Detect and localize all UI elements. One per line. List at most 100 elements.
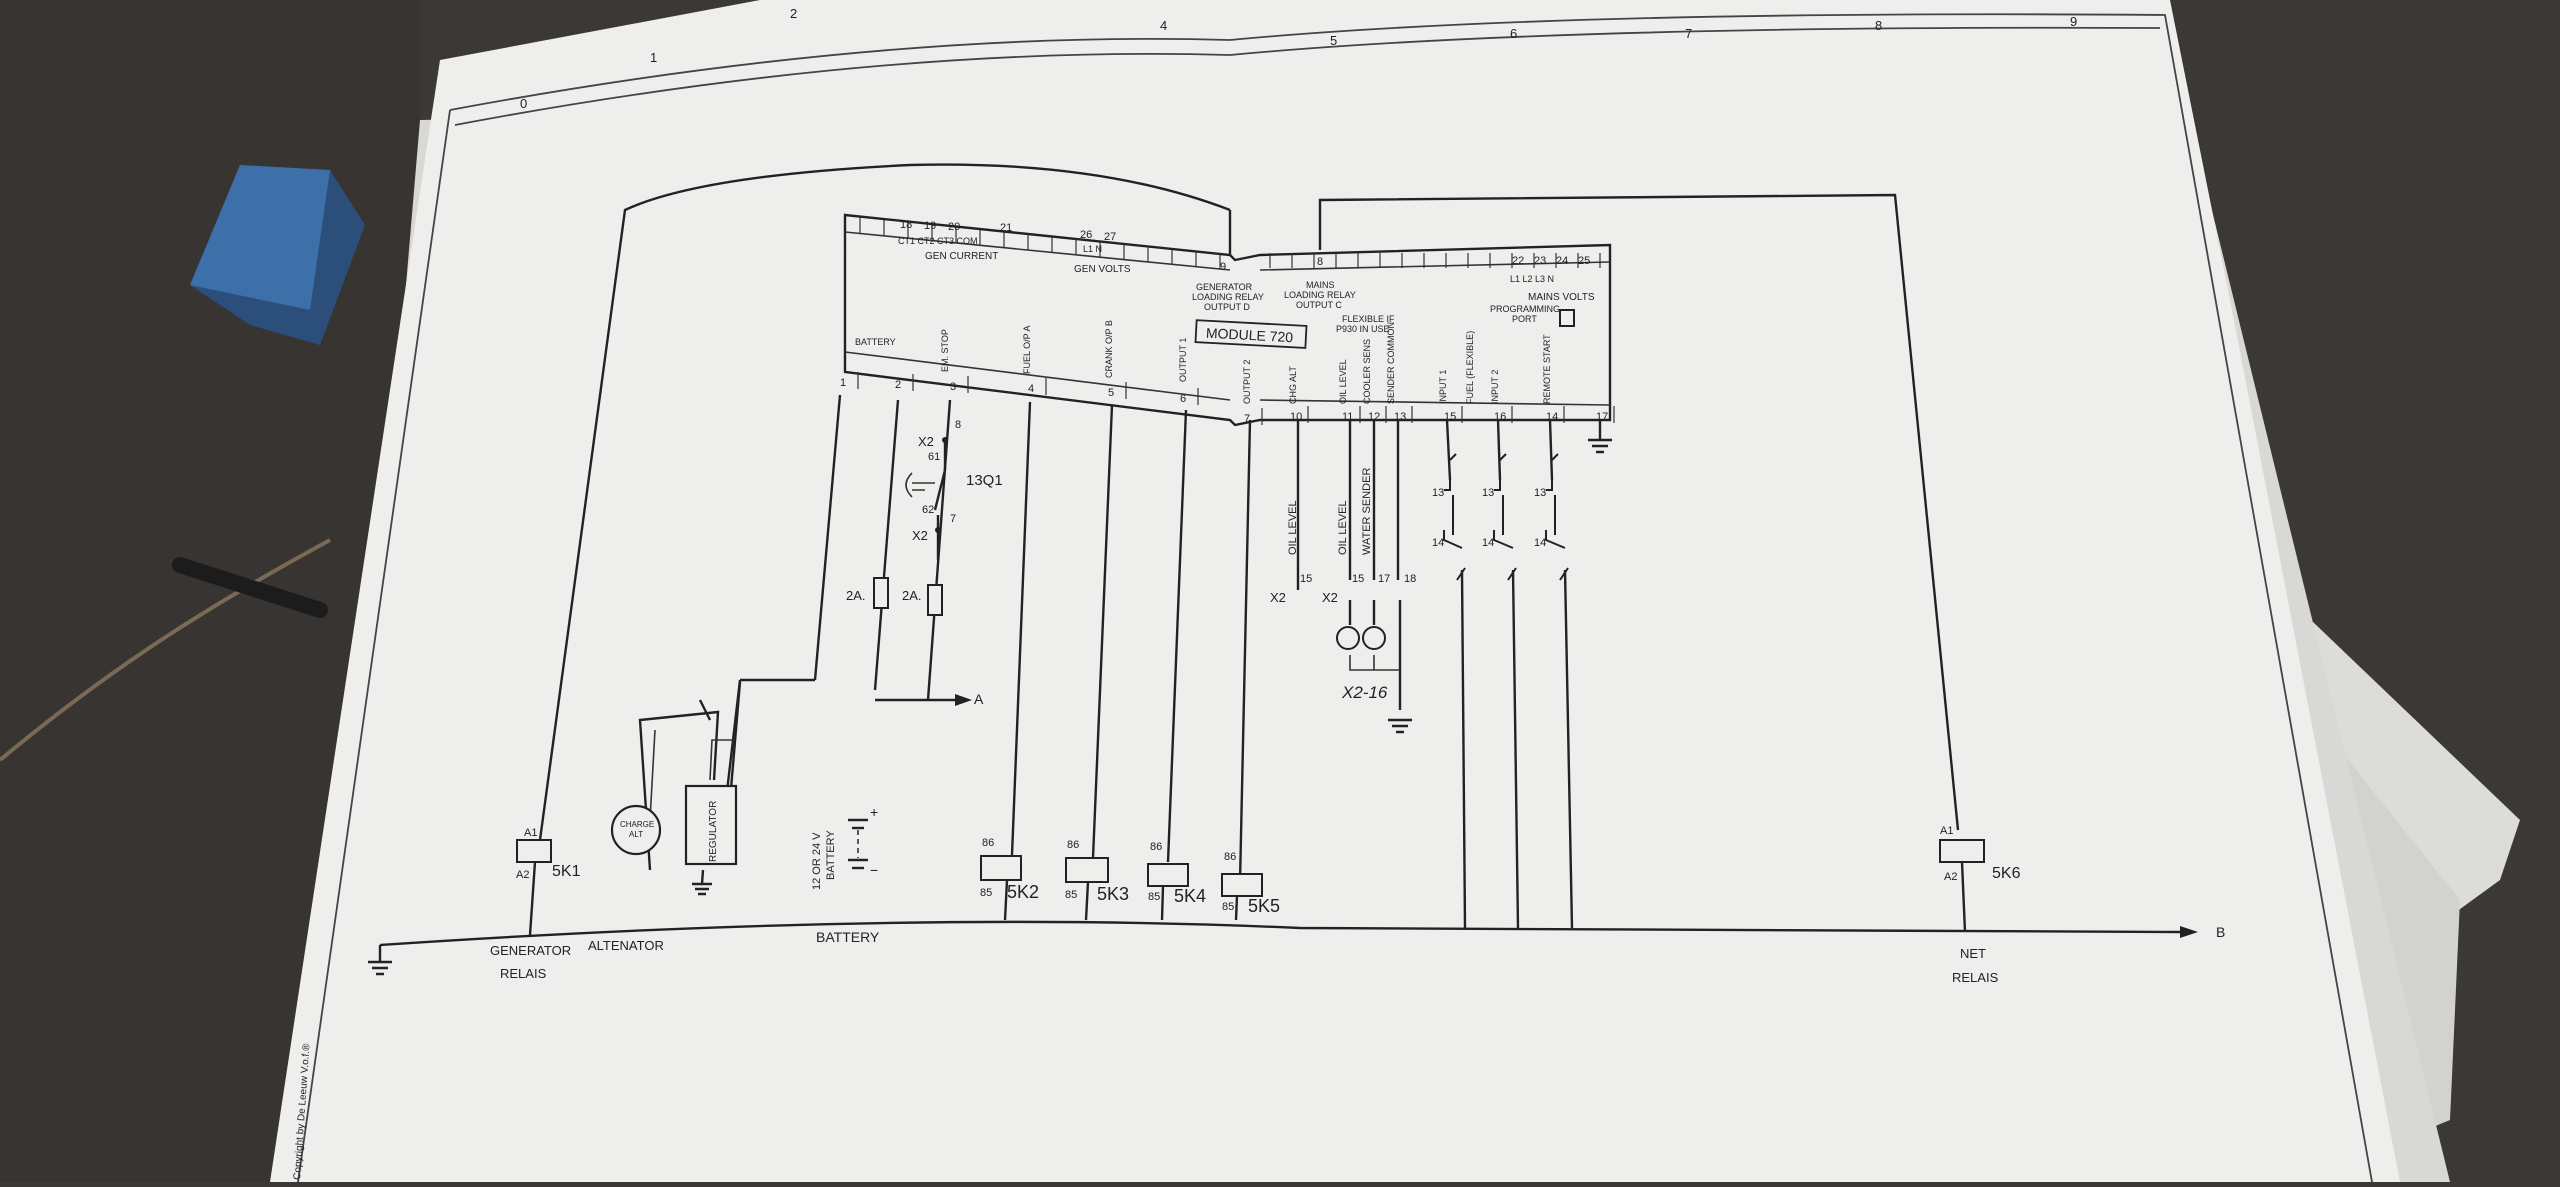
bottom-terminal: 12 — [1368, 411, 1380, 423]
ct-labels: CT1 CT2 CT3 COM — [898, 236, 978, 246]
contact-13-label: 13 — [1534, 487, 1546, 499]
bottom-terminal: 2 — [895, 379, 901, 391]
top-terminal-9: 9 — [1220, 261, 1226, 273]
contact-14-label: 14 — [1534, 537, 1546, 549]
x2-15b-label: X2 — [1322, 590, 1338, 605]
contact-61-label: 61 — [928, 451, 940, 463]
relay-5k2-coil — [980, 855, 1022, 881]
fuse-1-label: 2A. — [846, 588, 866, 603]
oil-level-sensor-icon — [1336, 626, 1360, 650]
fuse-2-label: 2A. — [902, 588, 922, 603]
programming-port-line1: PROGRAMMING — [1490, 304, 1560, 314]
alternator-label: ALTENATOR — [588, 938, 664, 953]
top-terminal: 21 — [1000, 222, 1012, 234]
relay-terminal: 86 — [1224, 851, 1236, 863]
top-terminal: 27 — [1104, 231, 1116, 243]
bottom-terminal: 5 — [1108, 387, 1114, 399]
arrow-a-label: A — [974, 691, 984, 707]
oil-level-label-2: OIL LEVEL — [1337, 500, 1349, 555]
flexible-line2: P930 IN USE — [1336, 324, 1390, 334]
programming-port-icon — [1559, 309, 1575, 327]
emergency-stop-13q1 — [905, 437, 948, 560]
relay-terminal: 86 — [1067, 839, 1079, 851]
top-terminal: 20 — [948, 221, 960, 233]
contact-8-label: 8 — [955, 419, 961, 431]
module-input-label: SENDER COMMON — [1386, 322, 1396, 404]
relay-terminal: 86 — [1150, 841, 1162, 853]
contact-13-label: 13 — [1482, 487, 1494, 499]
contact-14-label: 14 — [1432, 537, 1444, 549]
mains-volts-label: MAINS VOLTS — [1528, 292, 1595, 303]
bottom-terminal: 6 — [1180, 393, 1186, 405]
svg-text:−: − — [870, 862, 878, 878]
n17-label: 17 — [1378, 573, 1390, 585]
mains-relay-line2: LOADING RELAY — [1284, 290, 1356, 300]
gen-relay-line3: OUTPUT D — [1204, 302, 1250, 312]
top-terminal: 22 — [1512, 255, 1524, 267]
top-terminal: 23 — [1534, 255, 1546, 267]
regulator-box — [684, 784, 738, 866]
module-input-label: REMOTE START — [1542, 334, 1552, 404]
bottom-terminal: 16 — [1494, 411, 1506, 423]
mains-relay-line1: MAINS — [1306, 280, 1335, 290]
bottom-terminal: 3 — [950, 381, 956, 393]
gen-relay-line1: GENERATOR — [1196, 282, 1253, 292]
bottom-terminal: 14 — [1546, 411, 1558, 423]
n15a-label: 15 — [1300, 573, 1312, 585]
module-720 — [843, 213, 1612, 427]
water-sender-icon — [1362, 626, 1386, 650]
bottom-terminal: 7 — [1244, 413, 1250, 425]
charge-alt-line1: CHARGE — [620, 820, 654, 829]
relay-5k1-coil — [516, 839, 552, 863]
x2-16-handwritten: X2-16 — [1341, 683, 1388, 702]
fuse-2 — [927, 584, 943, 616]
fuse-1 — [873, 577, 889, 609]
gen-relay-line2: LOADING RELAY — [1192, 292, 1264, 302]
bottom-terminal: 13 — [1394, 411, 1406, 423]
contact-13-label: 13 — [1432, 487, 1444, 499]
relay-5k6-coil — [1939, 839, 1985, 863]
regulator-label: REGULATOR — [708, 801, 719, 862]
x2-15a-label: X2 — [1270, 590, 1286, 605]
module-input-label: FUEL (FLEXIBLE) — [1465, 331, 1475, 404]
net-relais-label: RELAIS — [1952, 970, 1999, 985]
relay-name: 5K4 — [1174, 886, 1206, 906]
top-terminal: 26 — [1080, 229, 1092, 241]
relay-terminal: 85 — [1148, 891, 1160, 903]
column-number: 1 — [650, 50, 657, 65]
top-terminal: 19 — [924, 220, 936, 232]
charge-alt-symbol — [610, 804, 662, 856]
gen-volts-sub: L1 N — [1083, 244, 1102, 254]
svg-text:+: + — [870, 804, 878, 820]
blue-box-object — [190, 165, 365, 345]
module-name: MODULE 720 — [1206, 325, 1294, 346]
wiring — [368, 163, 2198, 976]
module-name-box — [1194, 319, 1308, 349]
generator-label: GENERATOR — [490, 943, 571, 958]
contact-7-label: 7 — [950, 513, 956, 525]
column-number: 9 — [2070, 14, 2077, 29]
relay-name: 5K2 — [1007, 882, 1039, 902]
module-input-label: COOLER SENS — [1362, 339, 1372, 404]
relay-terminal: A1 — [1940, 825, 1953, 837]
pen-object — [172, 557, 328, 618]
column-number: 0 — [520, 96, 527, 111]
module-input-label: OUTPUT 1 — [1178, 338, 1188, 382]
paper-sheet — [270, 0, 2400, 1182]
module-input-label: OUTPUT 2 — [1242, 360, 1252, 404]
column-number: 7 — [1685, 26, 1692, 41]
column-number: 8 — [1875, 18, 1882, 33]
column-number: 4 — [1160, 18, 1167, 33]
module-input-label: OIL LEVEL — [1338, 359, 1348, 404]
column-number: 6 — [1510, 26, 1517, 41]
water-sender-label: WATER SENDER — [1361, 468, 1373, 555]
n15b-label: 15 — [1352, 573, 1364, 585]
relay-terminal: A1 — [524, 827, 537, 839]
relay-name: 5K5 — [1248, 896, 1280, 916]
flexible-line1: FLEXIBLE IF — [1342, 314, 1395, 324]
battery-voltage-line2: BATTERY — [825, 830, 837, 880]
top-terminal: 18 — [900, 219, 912, 231]
